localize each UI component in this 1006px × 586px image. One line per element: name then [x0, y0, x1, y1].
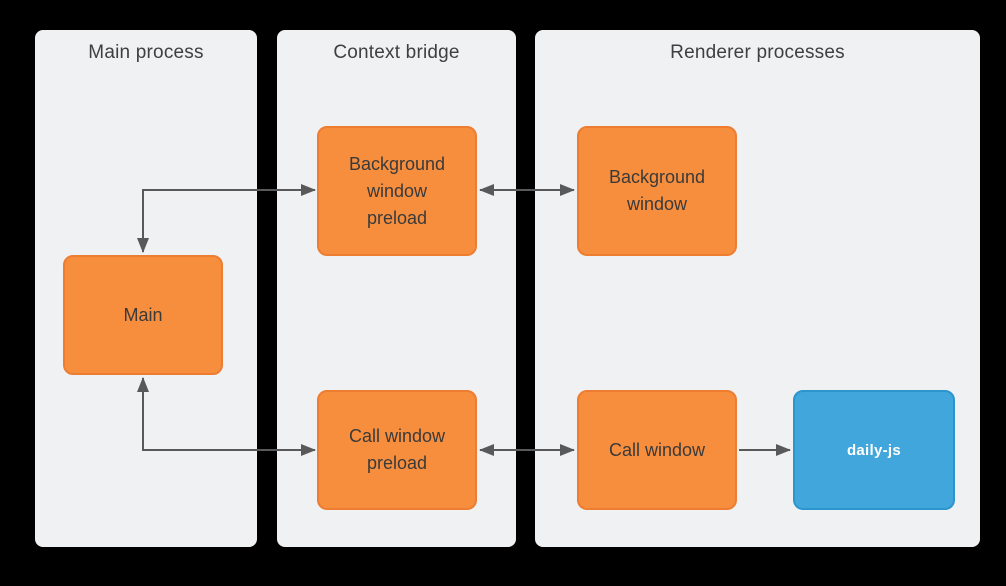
column-title-main-process: Main process — [88, 42, 204, 63]
node-background-window-label: Background window — [608, 167, 706, 214]
node-background-window-preload-label: Background window preload — [348, 153, 446, 228]
node-daily-js-label: daily-js — [846, 441, 902, 459]
node-call-window: Call window — [577, 390, 737, 510]
node-daily-js: daily-js — [793, 390, 955, 510]
node-background-window: Background window — [577, 126, 737, 256]
node-call-window-label: Call window — [608, 439, 706, 460]
node-call-window-preload: Call window preload — [317, 390, 477, 510]
column-title-context-bridge: Context bridge — [333, 42, 460, 63]
node-call-window-preload-label: Call window preload — [348, 426, 446, 473]
node-background-window-preload: Background window preload — [317, 126, 477, 256]
node-main: Main — [63, 255, 223, 375]
node-main-label: Main — [123, 304, 163, 325]
column-title-renderer-processes: Renderer processes — [670, 42, 845, 63]
